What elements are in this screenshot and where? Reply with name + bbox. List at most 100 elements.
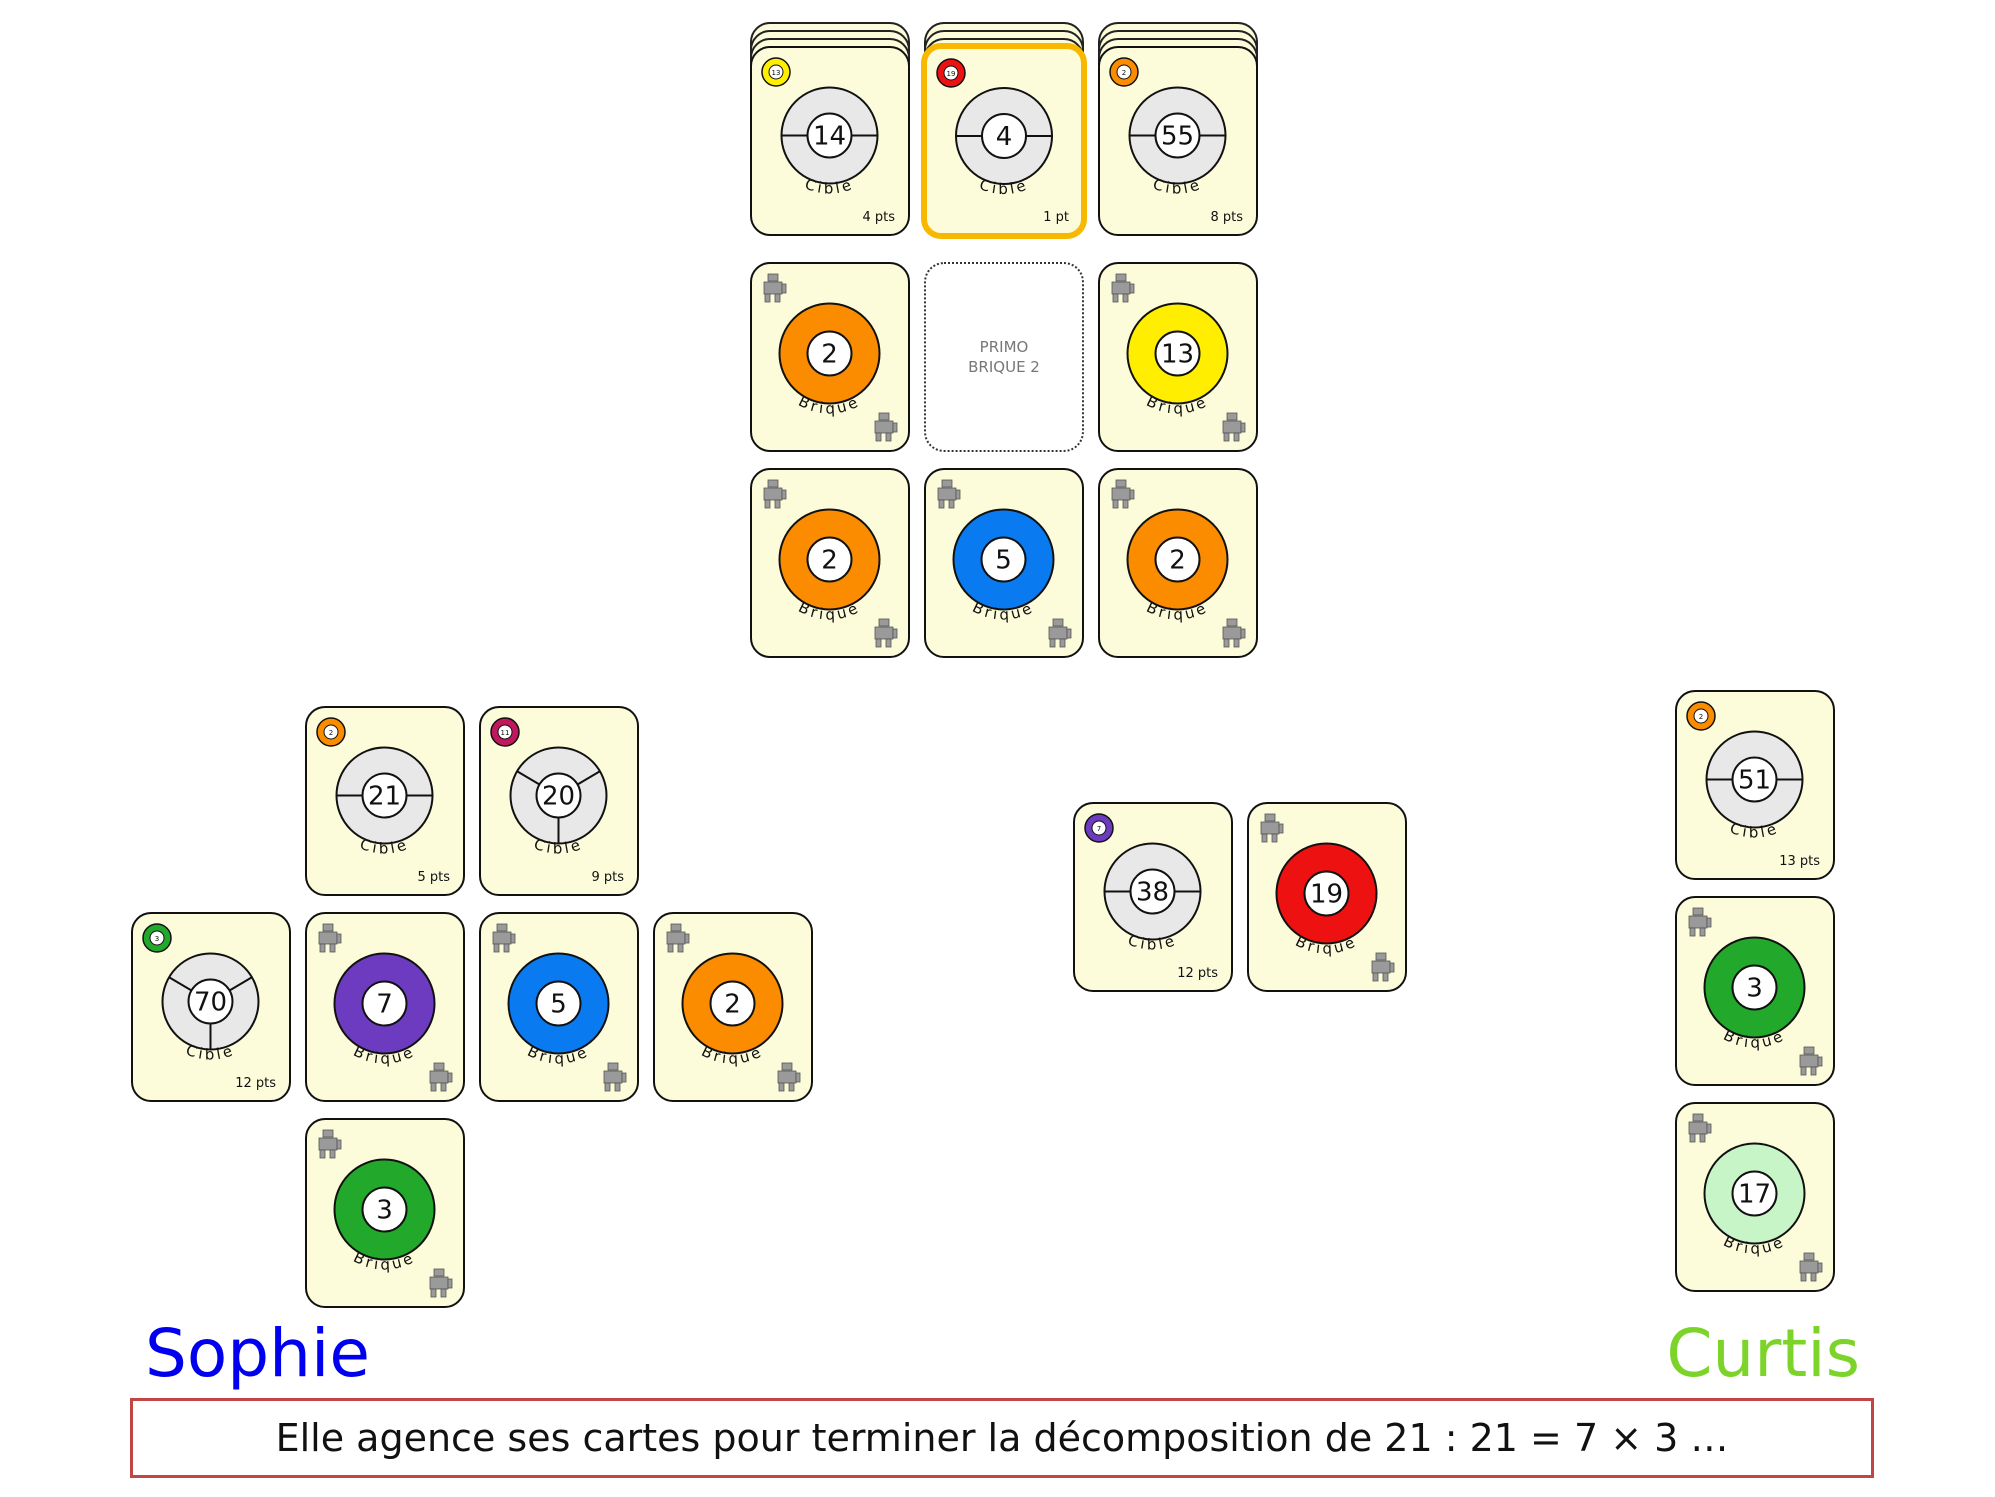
player-name-sophie: Sophie	[145, 1315, 370, 1392]
brique-center	[1303, 870, 1350, 917]
robot-icon	[1111, 479, 1135, 509]
placeholder-line-2: BRIQUE 2	[968, 358, 1040, 376]
brique-number: 2	[724, 990, 741, 1020]
cible-center	[1154, 112, 1201, 159]
robot-icon	[777, 1062, 801, 1092]
robot-icon	[1260, 813, 1284, 843]
cible-label: Cible	[1126, 931, 1180, 954]
cible-label-path: Cible	[803, 175, 854, 198]
cible-number: 70	[194, 988, 227, 1018]
brique-center	[980, 536, 1027, 583]
points-label: 8 pts	[1210, 210, 1243, 225]
brique-number: 2	[821, 546, 838, 576]
robot-icon	[937, 479, 961, 509]
cible-divider	[168, 976, 193, 992]
badge-number: 2	[329, 729, 333, 737]
primo-brique-placeholder[interactable]: PRIMO BRIQUE 2	[924, 262, 1084, 452]
cible-number: 55	[1161, 122, 1194, 152]
points-label: 1 pt	[1043, 210, 1069, 225]
brique-center	[361, 1186, 408, 1233]
points-label: 5 pts	[417, 870, 450, 885]
points-label: 4 pts	[862, 210, 895, 225]
points-label: 12 pts	[1177, 966, 1218, 981]
badge-center	[149, 930, 165, 946]
cible-number: 14	[813, 122, 846, 152]
cible-label: Cible	[532, 835, 586, 858]
brique-center	[1154, 536, 1201, 583]
brique-center	[1731, 1170, 1778, 1217]
brique-number: 3	[376, 1196, 393, 1226]
points-label: 9 pts	[591, 870, 624, 885]
brique-number: 19	[1310, 880, 1343, 910]
badge-center	[1091, 820, 1107, 836]
badge-number: 3	[155, 935, 159, 943]
robot-icon	[318, 1129, 342, 1159]
badge-center	[1693, 708, 1709, 724]
cible-divider	[516, 770, 541, 786]
robot-icon	[492, 923, 516, 953]
cible-label-path: Cible	[977, 175, 1028, 198]
brique-number: 7	[376, 990, 393, 1020]
cible-center	[187, 978, 234, 1025]
cible-label: Cible	[184, 1041, 238, 1064]
brique-number: 2	[821, 340, 838, 370]
message-text: Elle agence ses cartes pour terminer la …	[275, 1416, 1729, 1460]
robot-icon	[1688, 1113, 1712, 1143]
cible-label-path: Cible	[1151, 175, 1202, 198]
robot-icon	[763, 273, 787, 303]
robot-icon	[429, 1062, 453, 1092]
cible-center	[981, 113, 1027, 159]
robot-icon	[874, 412, 898, 442]
points-label: 12 pts	[235, 1076, 276, 1091]
badge-number: 2	[1699, 713, 1703, 721]
robot-icon	[1222, 618, 1246, 648]
badge-center	[323, 724, 339, 740]
placeholder-line-1: PRIMO	[979, 338, 1029, 356]
brique-center	[806, 330, 853, 377]
brique-center	[806, 536, 853, 583]
cible-center	[1731, 756, 1778, 803]
robot-icon	[1111, 273, 1135, 303]
robot-icon	[1688, 907, 1712, 937]
badge-center	[497, 724, 513, 740]
cible-center	[535, 772, 582, 819]
cible-divider	[576, 770, 601, 786]
brique-number: 17	[1738, 1180, 1771, 1210]
brique-number: 2	[1169, 546, 1186, 576]
robot-icon	[1799, 1046, 1823, 1076]
cible-center	[361, 772, 408, 819]
